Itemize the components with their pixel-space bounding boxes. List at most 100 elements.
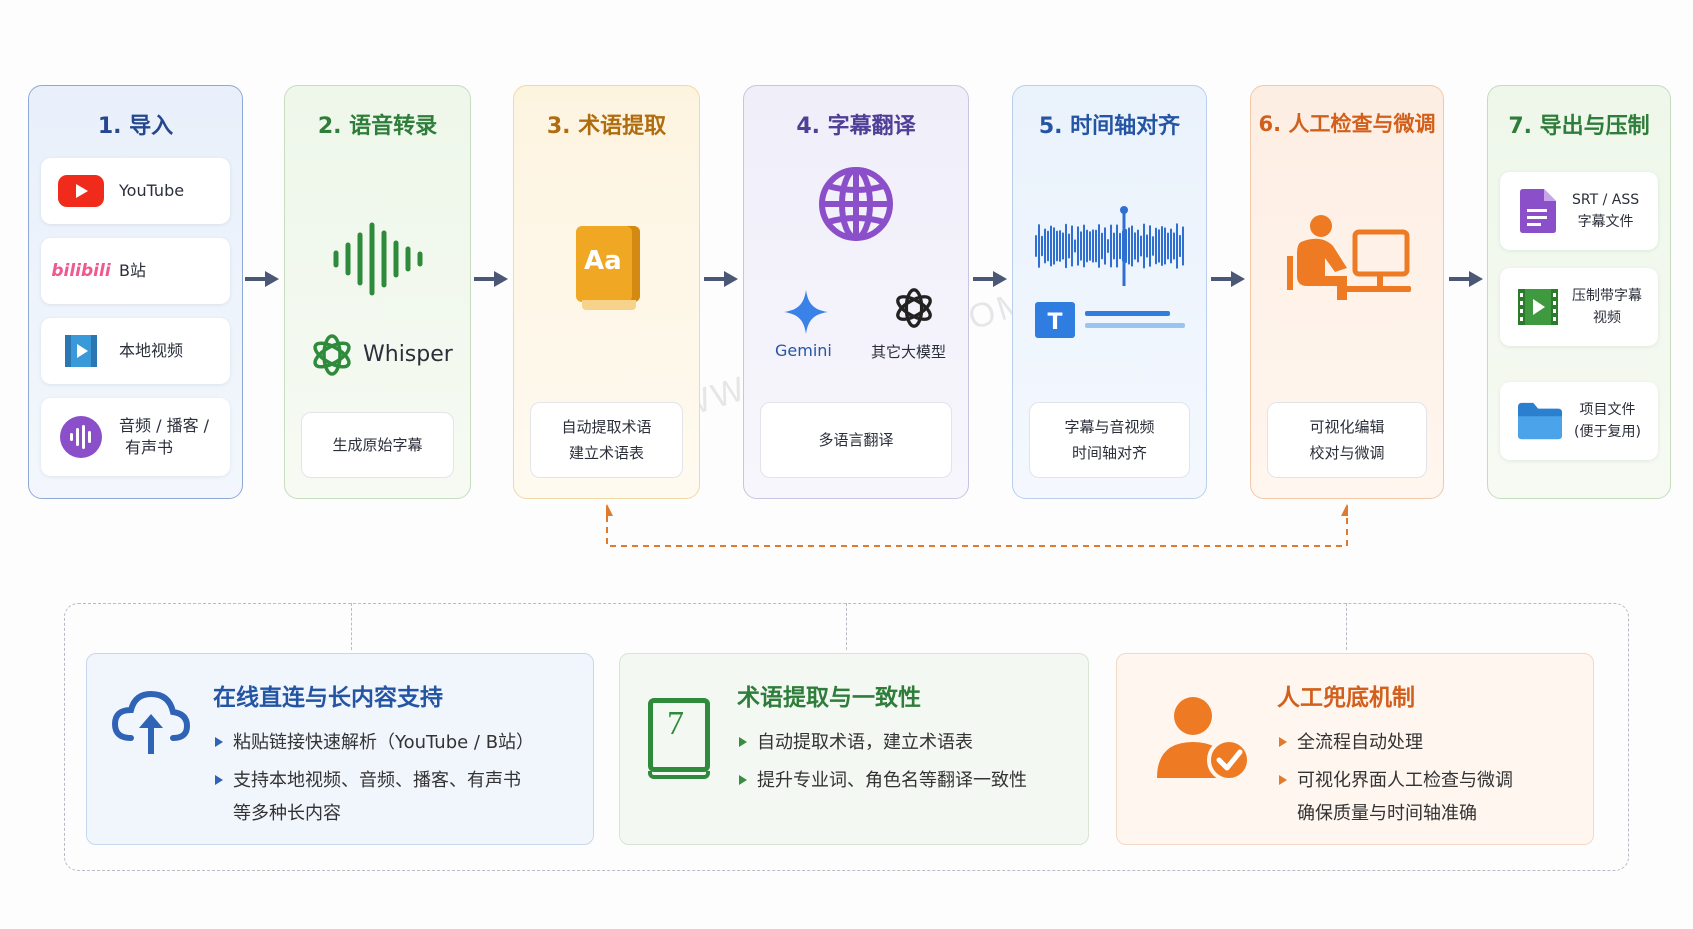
stage-terminology: 3. 术语提取 Aa 自动提取术语 建立术语表 xyxy=(513,85,700,499)
stage-output-box: 字幕与音视频 时间轴对齐 xyxy=(1029,402,1190,478)
box-line: 时间轴对齐 xyxy=(1071,444,1147,462)
folder-icon xyxy=(1518,401,1562,441)
source-label-line: 音频 / 播客 / xyxy=(119,416,210,435)
user-check-icon xyxy=(1157,697,1251,782)
output-project: 项目文件 (便于复用) xyxy=(1500,382,1658,460)
dictionary-icon: Aa xyxy=(576,226,640,310)
flow-arrow xyxy=(474,271,508,287)
cloud-upload-icon xyxy=(111,690,191,754)
feedback-loop-arrow xyxy=(606,504,1348,547)
flow-arrow xyxy=(245,271,279,287)
feature-title: 人工兜底机制 xyxy=(1277,685,1415,711)
bullet-text: 确保质量与时间轴准确 xyxy=(1297,803,1477,824)
bullet-item: 全流程自动处理 xyxy=(1277,726,1513,759)
dictionary-icon-text: Aa xyxy=(584,246,622,276)
source-label-line: 有声书 xyxy=(125,438,174,457)
feature-bullets: 自动提取术语，建立术语表 提升专业词、角色名等翻译一致性 xyxy=(737,726,1027,802)
box-line: 建立术语表 xyxy=(568,444,644,462)
stage-timeline: 5. 时间轴对齐 T 字幕与音视频 时间轴对齐 xyxy=(1012,85,1207,499)
source-label: 音频 / 播客 / 有声书 xyxy=(119,415,209,459)
stage-review: 6. 人工检查与微调 可视化编辑 校对与微调 xyxy=(1250,85,1444,499)
feature-bullets: 全流程自动处理 可视化界面人工检查与微调确保质量与时间轴准确 xyxy=(1277,726,1513,835)
whisper-label: Whisper xyxy=(363,342,453,367)
feature-title: 术语提取与一致性 xyxy=(737,685,921,711)
openai-icon xyxy=(313,334,351,376)
source-local-video: 本地视频 xyxy=(41,318,230,384)
audio-icon xyxy=(57,416,105,458)
box-line: 字幕与音视频 xyxy=(1064,418,1155,436)
stage-output-box: 多语言翻译 xyxy=(760,402,952,478)
connector-line xyxy=(846,603,847,650)
bullet-item: 粘贴链接快速解析（YouTube / B站） xyxy=(213,726,534,759)
output-label: 压制带字幕 视频 xyxy=(1572,285,1642,329)
video-file-icon xyxy=(1518,287,1558,327)
stage-transcription: 2. 语音转录 Whisper 生成原始字幕 xyxy=(284,85,471,499)
stage-title: 5. 时间轴对齐 xyxy=(1038,114,1181,139)
stage-export: 7. 导出与压制 SRT / ASS 字幕文件 压制带字幕 视频 项目文件 (便… xyxy=(1487,85,1671,499)
stage-title: 2. 语音转录 xyxy=(317,114,438,139)
bilibili-icon: bilibili xyxy=(51,261,111,281)
feature-online-support: 在线直连与长内容支持 粘贴链接快速解析（YouTube / B站） 支持本地视频… xyxy=(86,653,594,845)
source-youtube: YouTube xyxy=(41,158,230,224)
book-pages xyxy=(648,771,710,779)
source-bilibili: bilibili B站 xyxy=(41,238,230,304)
output-label-line: 字幕文件 xyxy=(1577,214,1634,230)
connector-line xyxy=(351,603,352,650)
stage-title: 3. 术语提取 xyxy=(546,114,667,139)
stage-title: 7. 导出与压制 xyxy=(1508,114,1650,139)
flow-arrow xyxy=(973,271,1007,287)
stage-translation: 4. 字幕翻译 Gemini 其它大模型 多语言翻译 xyxy=(743,85,969,499)
bullet-text: 支持本地视频、音频、播客、有声书 xyxy=(233,770,521,791)
feature-human-review: 人工兜底机制 全流程自动处理 可视化界面人工检查与微调确保质量与时间轴准确 xyxy=(1116,653,1594,845)
output-label-line: 项目文件 xyxy=(1579,402,1636,418)
book-icon: 7 xyxy=(648,698,710,779)
bullet-item: 可视化界面人工检查与微调确保质量与时间轴准确 xyxy=(1277,764,1513,830)
feature-terminology: 7 术语提取与一致性 自动提取术语，建立术语表 提升专业词、角色名等翻译一致性 xyxy=(619,653,1089,845)
stage-output-box: 自动提取术语 建立术语表 xyxy=(530,402,683,478)
bullet-item: 提升专业词、角色名等翻译一致性 xyxy=(737,764,1027,797)
source-label: 本地视频 xyxy=(119,341,184,360)
globe-icon xyxy=(819,167,893,241)
waveform-icon xyxy=(333,222,423,296)
output-label: SRT / ASS 字幕文件 xyxy=(1572,189,1639,233)
audio-waveform-icon xyxy=(1035,206,1185,338)
flow-arrow xyxy=(1449,271,1483,287)
youtube-icon xyxy=(57,171,105,211)
box-line: 自动提取术语 xyxy=(561,418,652,436)
stage-output-box: 可视化编辑 校对与微调 xyxy=(1267,402,1427,478)
stage-title: 6. 人工检查与微调 xyxy=(1258,112,1436,136)
page-edge xyxy=(582,300,636,310)
connector-line xyxy=(1346,603,1347,650)
feature-title: 在线直连与长内容支持 xyxy=(213,685,443,711)
flow-arrow xyxy=(1211,271,1245,287)
subtitle-t-icon: T xyxy=(1047,310,1063,335)
document-icon xyxy=(1518,189,1558,233)
bullet-text: 可视化界面人工检查与微调 xyxy=(1297,770,1513,791)
video-file-icon xyxy=(57,331,105,371)
book-icon-text: 7 xyxy=(667,705,684,742)
stage-title: 4. 字幕翻译 xyxy=(796,114,916,139)
other-llm-label: 其它大模型 xyxy=(871,343,947,361)
gemini-label: Gemini xyxy=(775,341,832,360)
bullet-item: 支持本地视频、音频、播客、有声书等多种长内容 xyxy=(213,764,534,830)
source-label: YouTube xyxy=(119,181,185,200)
stage-output-box: 生成原始字幕 xyxy=(301,412,454,478)
gemini-icon xyxy=(784,290,828,334)
box-line: 校对与微调 xyxy=(1309,444,1385,462)
bullet-item: 自动提取术语，建立术语表 xyxy=(737,726,1027,759)
output-label: 项目文件 (便于复用) xyxy=(1574,399,1641,443)
stage-title: 1. 导入 xyxy=(97,114,174,139)
source-audio: 音频 / 播客 / 有声书 xyxy=(41,398,230,476)
openai-icon xyxy=(896,288,932,328)
output-srt: SRT / ASS 字幕文件 xyxy=(1500,172,1658,250)
output-label-line: 视频 xyxy=(1593,310,1621,326)
person-computer-icon xyxy=(1287,215,1411,300)
output-video: 压制带字幕 视频 xyxy=(1500,268,1658,346)
stage-import: 1. 导入 YouTube bilibili B站 本地视频 音频 / 播客 /… xyxy=(28,85,243,499)
output-label-line: 压制带字幕 xyxy=(1572,288,1642,304)
output-label-line: (便于复用) xyxy=(1574,424,1641,440)
source-label: B站 xyxy=(119,261,146,280)
bullet-text: 等多种长内容 xyxy=(233,803,341,824)
feature-bullets: 粘贴链接快速解析（YouTube / B站） 支持本地视频、音频、播客、有声书等… xyxy=(213,726,534,830)
flow-arrow xyxy=(704,271,738,287)
